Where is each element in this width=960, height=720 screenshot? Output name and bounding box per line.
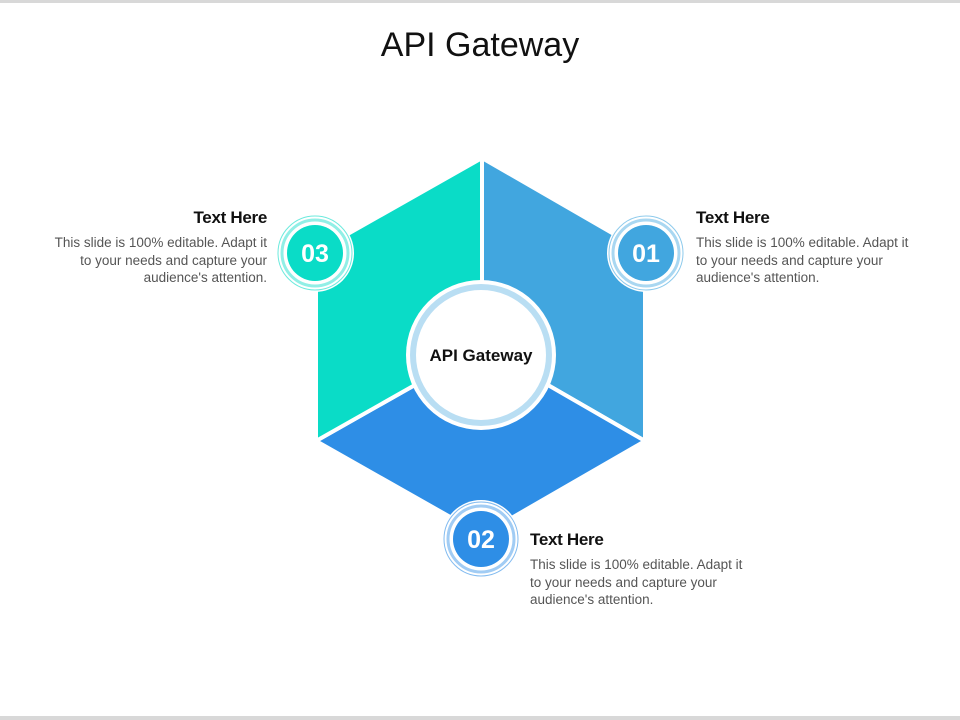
callout-02: Text Here This slide is 100% editable. A…	[530, 530, 755, 609]
callout-03-heading: Text Here	[193, 208, 267, 227]
callout-02-heading: Text Here	[530, 530, 604, 549]
center-label: API Gateway	[430, 346, 534, 365]
callout-01: Text Here This slide is 100% editable. A…	[696, 208, 921, 287]
node-02-badge: 02	[442, 500, 520, 578]
top-border-rule	[0, 0, 960, 3]
slide-title: API Gateway	[380, 26, 580, 64]
node-01-number: 01	[632, 240, 660, 268]
bottom-border-rule	[0, 716, 960, 720]
callout-03: Text Here This slide is 100% editable. A…	[42, 208, 268, 287]
node-02-number: 02	[467, 526, 495, 554]
callout-02-text: This slide is 100% editable. Adapt it to…	[530, 557, 743, 607]
callout-03-text: This slide is 100% editable. Adapt it to…	[54, 235, 267, 285]
center-hub: API Gateway	[406, 280, 556, 430]
node-03-number: 03	[301, 240, 329, 268]
node-03-badge: 03	[276, 214, 354, 292]
callout-01-heading: Text Here	[696, 208, 770, 227]
node-01-badge: 01	[607, 214, 685, 292]
callout-01-text: This slide is 100% editable. Adapt it to…	[696, 235, 909, 285]
